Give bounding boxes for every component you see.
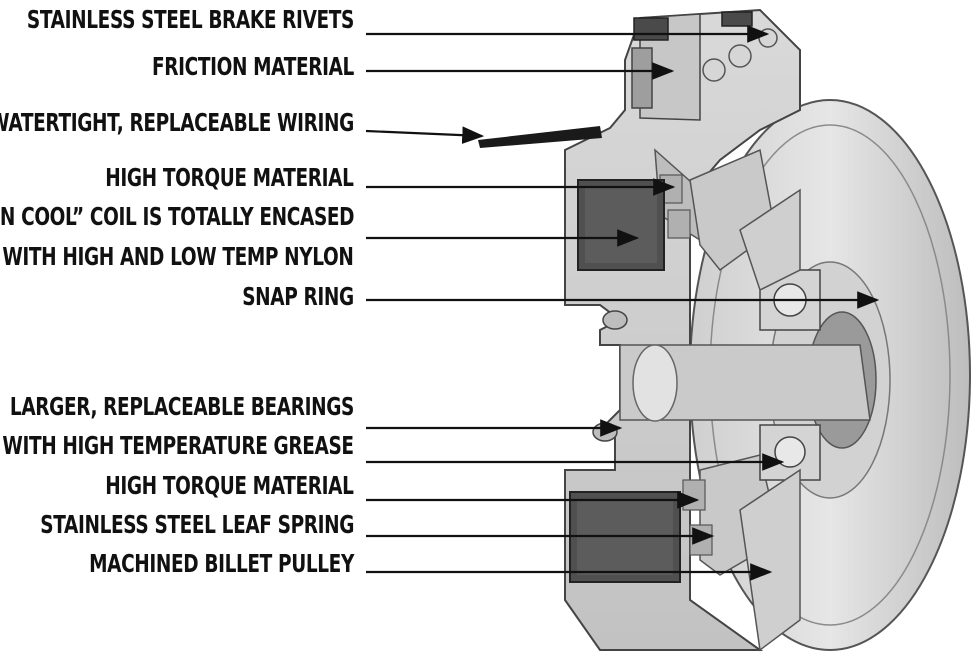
label-bearings-line-2: WITH HIGH TEMPERATURE GREASE <box>2 431 355 460</box>
label-bearings-line-1: LARGER, REPLACEABLE BEARINGS <box>9 392 354 421</box>
callout-arrows <box>365 25 880 581</box>
label-snap-ring: SNAP RING <box>242 282 354 311</box>
label-brake-rivets: STAINLESS STEEL BRAKE RIVETS <box>26 5 354 34</box>
label-high-torque-lower: HIGH TORQUE MATERIAL <box>105 471 355 500</box>
label-leaf-spring: STAINLESS STEEL LEAF SPRING <box>40 510 354 539</box>
label-coil-line-2: WITH HIGH AND LOW TEMP NYLON <box>2 242 355 271</box>
label-wiring: WATERTIGHT, REPLACEABLE WIRING <box>0 108 354 137</box>
clutch-housing <box>564 8 871 651</box>
label-coil-line-1: “RUN COOL” COIL IS TOTALLY ENCASED <box>0 202 354 231</box>
label-billet-pulley: MACHINED BILLET PULLEY <box>89 549 354 578</box>
label-friction-material: FRICTION MATERIAL <box>152 52 354 81</box>
pulley-web <box>739 188 801 652</box>
label-high-torque-upper: HIGH TORQUE MATERIAL <box>105 163 355 192</box>
arrow-wiring <box>365 126 485 144</box>
wiring-cable <box>478 126 602 148</box>
